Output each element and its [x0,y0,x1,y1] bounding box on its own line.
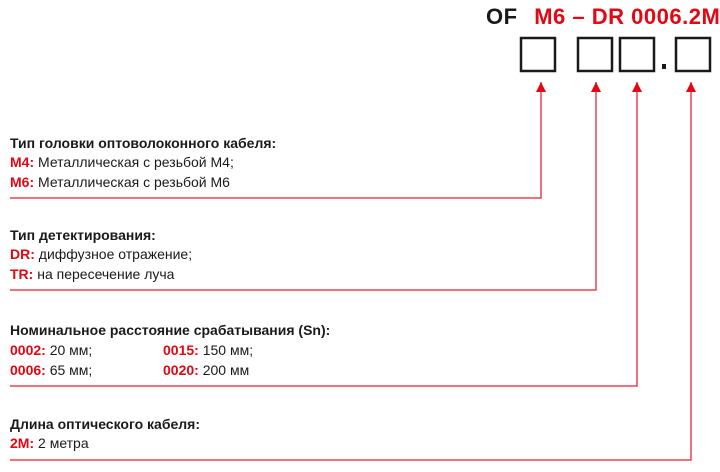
box-distance [618,36,656,73]
option-0020: 0020: 200 мм [163,362,250,378]
code-dash: – [572,4,586,29]
dot [662,64,666,69]
box-detect [576,36,614,73]
code-prefix: OF [486,4,518,29]
connector-cable [10,82,696,461]
connector-distance [10,82,642,387]
connector-detect [10,82,601,291]
code-head: M6 [534,4,566,29]
option-2m: 2M: 2 метра [10,435,89,451]
section-cable-title: Длина оптического кабеля: [10,416,201,432]
box-cable [674,36,712,73]
box-head [519,36,557,73]
model-code: OF M6 – DR 0006.2M [486,4,720,30]
section-distance-title: Номинальное расстояние срабатывания (Sn)… [10,322,331,338]
connector-head [10,82,546,199]
option-0006: 0006: 65 мм; [10,362,93,378]
code-distance: 0006 [631,4,683,29]
option-m4: M4: Металлическая с резьбой М4; [10,154,234,170]
section-head-title: Тип головки оптоволоконного кабеля: [10,135,277,151]
option-0015: 0015: 150 мм; [163,342,254,358]
option-m6: M6: Металлическая с резьбой М6 [10,174,230,190]
option-dr: DR: диффузное отражение; [10,246,193,262]
option-0002: 0002: 20 мм; [10,342,93,358]
code-sep: . [682,4,689,29]
option-tr: TR: на пересечение луча [10,266,175,282]
code-detect: DR [591,4,625,29]
code-cable: 2M [688,4,720,29]
section-detect-title: Тип детектирования: [10,227,156,243]
